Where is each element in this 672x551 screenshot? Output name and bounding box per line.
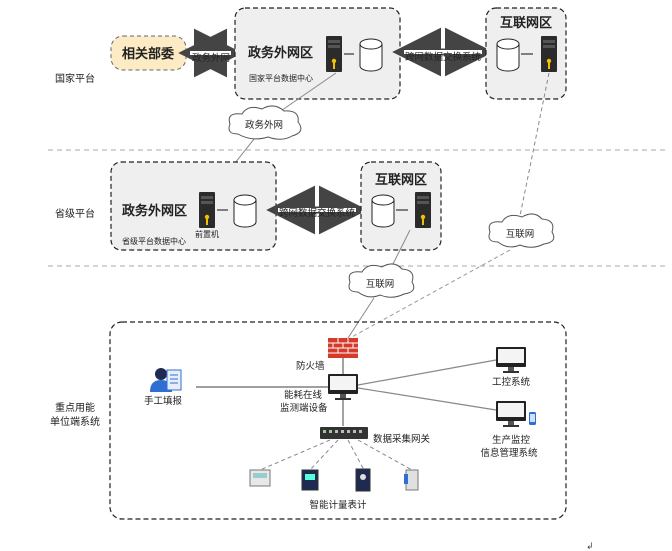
production-monitor-icon bbox=[496, 401, 526, 427]
provincial-internet-db-icon bbox=[371, 194, 395, 228]
provincial-internet-zone-title: 互联网区 bbox=[375, 173, 427, 188]
national-db-icon bbox=[359, 38, 383, 72]
manual-fill-person-icon bbox=[150, 368, 182, 392]
national-server-icon bbox=[326, 36, 342, 72]
meter-icon-1 bbox=[249, 469, 271, 487]
internet-cloud-mid-label: 互联网 bbox=[366, 279, 395, 290]
internet-cloud-mid: 互联网 bbox=[348, 263, 415, 298]
provincial-gov-zone-sub: 省级平台数据中心 bbox=[122, 236, 186, 246]
monitor-device-label-1: 能耗在线 bbox=[284, 389, 323, 401]
provincial-internet-zone bbox=[360, 161, 442, 251]
firewall-label: 防火墙 bbox=[296, 360, 325, 372]
gateway-icon bbox=[320, 427, 368, 439]
provincial-front-server-icon bbox=[199, 192, 215, 228]
meter-icon-3 bbox=[355, 468, 371, 492]
gov-net-cloud-label: 政务外网 bbox=[245, 119, 283, 131]
manual-fill-label: 手工填报 bbox=[144, 395, 183, 407]
phone-icon bbox=[529, 412, 536, 425]
control-system-monitor-icon bbox=[496, 347, 526, 373]
level-label-national: 国家平台 bbox=[55, 72, 95, 85]
monitor-device-label-2: 监测端设备 bbox=[280, 402, 328, 414]
meter-icon-4 bbox=[404, 469, 419, 491]
internet-cloud-right-label: 互联网 bbox=[506, 229, 535, 240]
level-label-provincial: 省级平台 bbox=[55, 207, 95, 220]
production-system-label-1: 生产监控 bbox=[492, 434, 531, 446]
national-exchange-label: 跨网数据交换系统 bbox=[405, 51, 482, 63]
provincial-gov-zone-title: 政务外网区 bbox=[122, 203, 187, 219]
related-dept-box bbox=[110, 35, 187, 71]
related-dept-label: 相关部委 bbox=[122, 46, 174, 62]
provincial-internet-server-icon bbox=[415, 192, 431, 228]
national-gov-zone-sub: 国家平台数据中心 bbox=[249, 73, 313, 83]
unit-zone bbox=[109, 321, 567, 520]
provincial-db-icon bbox=[233, 194, 257, 228]
provincial-exchange-label: 跨网数据交换系统 bbox=[279, 207, 356, 219]
national-gov-zone-title: 政务外网区 bbox=[248, 45, 313, 61]
level-label-unit-1: 重点用能 bbox=[55, 401, 95, 414]
gov-net-cloud: 政务外网 bbox=[228, 105, 302, 140]
firewall-icon bbox=[328, 338, 358, 358]
gateway-label: 数据采集网关 bbox=[373, 433, 431, 445]
national-internet-zone-title: 互联网区 bbox=[500, 16, 552, 31]
return-mark: ↲ bbox=[586, 542, 594, 551]
provincial-front-server-label: 前置机 bbox=[195, 229, 219, 239]
meters-label: 智能计量表计 bbox=[309, 499, 367, 511]
production-system-label-2: 信息管理系统 bbox=[480, 447, 538, 459]
national-internet-db-icon bbox=[496, 38, 520, 72]
gov-link-label: 政务外网 bbox=[192, 52, 230, 64]
internet-cloud-right: 互联网 bbox=[488, 213, 555, 248]
monitor-device-icon bbox=[328, 374, 358, 400]
national-internet-server-icon bbox=[541, 36, 557, 72]
level-label-unit-2: 单位端系统 bbox=[50, 415, 100, 428]
control-system-label: 工控系统 bbox=[492, 376, 531, 388]
meter-icon-2 bbox=[301, 469, 319, 491]
